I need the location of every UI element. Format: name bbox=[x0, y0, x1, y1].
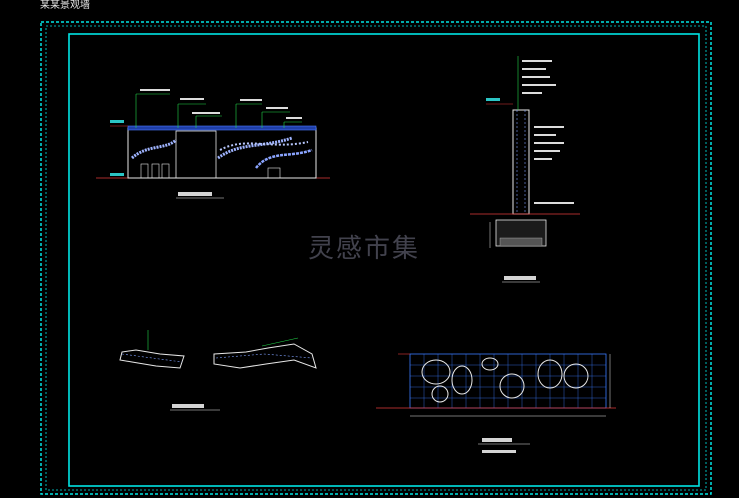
sheet-border-inner bbox=[45, 25, 707, 491]
watermark-text: 灵感市集 bbox=[308, 234, 421, 264]
section-drawing bbox=[470, 56, 580, 283]
elevation-drawing bbox=[96, 89, 330, 199]
plan-drawing bbox=[119, 330, 317, 411]
drawing-frame bbox=[68, 33, 700, 487]
sheet-border-outer bbox=[40, 21, 712, 495]
header-text: 某某景观墙 bbox=[40, 0, 90, 11]
grid-elevation-drawing bbox=[376, 353, 616, 453]
